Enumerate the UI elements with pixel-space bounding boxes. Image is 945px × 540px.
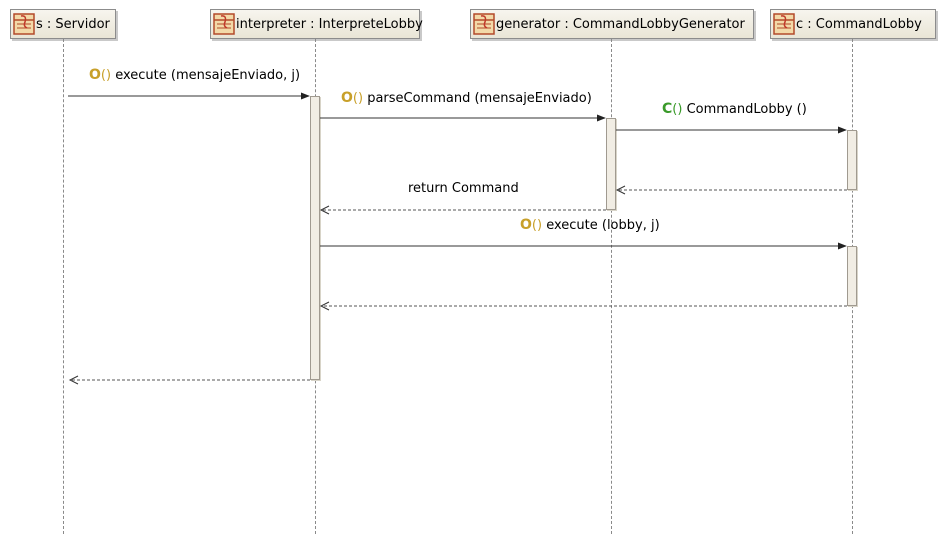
object-icon xyxy=(213,13,235,35)
activation-commandlobby-constructor[interactable] xyxy=(847,130,857,190)
message-text: parseCommand (mensajeEnviado) xyxy=(363,91,592,106)
operation-marker: O xyxy=(341,90,353,106)
activation-interpreter[interactable] xyxy=(310,96,320,380)
lifeline-servidor xyxy=(63,39,64,534)
operation-parens: () xyxy=(352,91,364,106)
participant-label: s : Servidor xyxy=(36,16,110,32)
message-text: CommandLobby () xyxy=(682,102,807,117)
operation-marker: O xyxy=(89,67,101,83)
object-icon xyxy=(773,13,795,35)
return-arrowhead-execute-1 xyxy=(68,375,79,385)
participant-label: interpreter : InterpreteLobby xyxy=(236,16,423,32)
lifeline-generator xyxy=(611,39,612,534)
lifeline-head-generator[interactable]: generator : CommandLobbyGenerator xyxy=(470,9,754,39)
constructor-parens: () xyxy=(672,102,683,117)
participant-label: c : CommandLobby xyxy=(796,16,922,32)
return-arrowhead-execute-2 xyxy=(319,301,330,311)
message-label-constructor[interactable]: C() CommandLobby () xyxy=(662,101,807,117)
participant-label: generator : CommandLobbyGenerator xyxy=(496,16,745,32)
operation-parens: () xyxy=(531,218,543,233)
message-label-parsecommand[interactable]: O() parseCommand (mensajeEnviado) xyxy=(341,90,592,106)
message-text: return Command xyxy=(408,181,519,196)
constructor-marker: C xyxy=(662,101,673,117)
object-icon xyxy=(473,13,495,35)
message-text: execute (mensajeEnviado, j) xyxy=(111,68,301,83)
lifeline-head-servidor[interactable]: s : Servidor xyxy=(10,9,116,39)
return-arrowhead-parsecommand xyxy=(319,205,330,215)
activation-commandlobby-execute[interactable] xyxy=(847,246,857,306)
object-icon xyxy=(13,13,35,35)
message-label-execute-2[interactable]: O() execute (lobby, j) xyxy=(520,217,660,233)
message-label-return-command[interactable]: return Command xyxy=(408,181,519,196)
operation-parens: () xyxy=(100,68,112,83)
operation-marker: O xyxy=(520,217,532,233)
return-arrowhead-constructor xyxy=(615,185,626,195)
lifeline-head-interpreter[interactable]: interpreter : InterpreteLobby xyxy=(210,9,423,39)
message-label-execute-1[interactable]: O() execute (mensajeEnviado, j) xyxy=(89,67,300,83)
message-text: execute (lobby, j) xyxy=(542,218,660,233)
activation-generator[interactable] xyxy=(606,118,616,210)
lifeline-head-commandlobby[interactable]: c : CommandLobby xyxy=(770,9,936,39)
